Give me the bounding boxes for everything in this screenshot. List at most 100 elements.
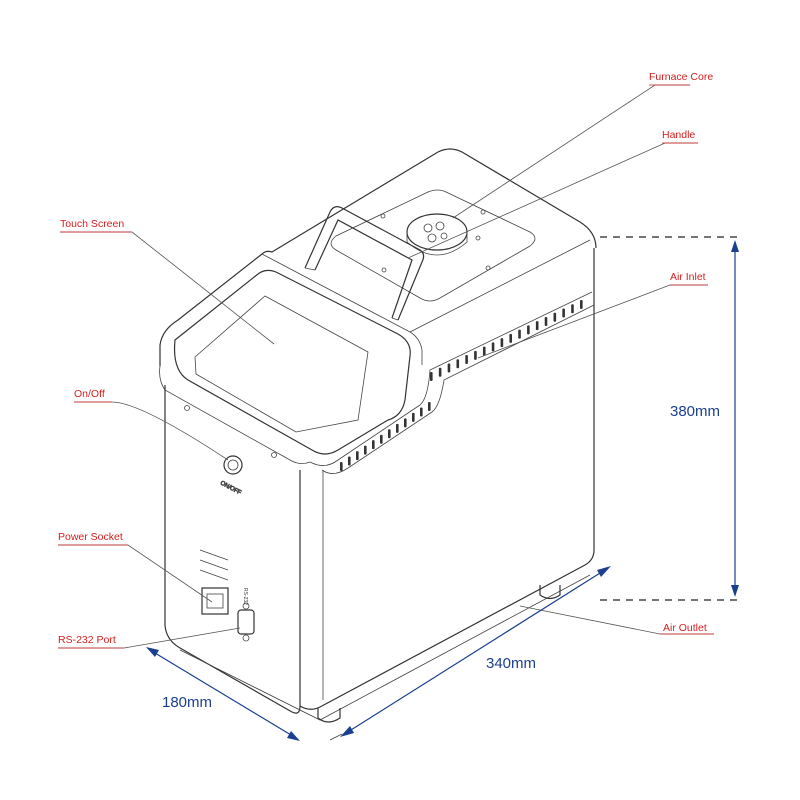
handle-bar-inner: [314, 219, 413, 319]
on-off-leader: [74, 401, 229, 461]
air-inlet-label: Air Inlet: [670, 271, 706, 283]
touch-screen-label: Touch Screen: [60, 218, 124, 230]
top-ridge: [261, 253, 423, 365]
plate-screw-4: [381, 267, 387, 273]
vent-slot: [544, 316, 548, 326]
on-off-switch-inner: [227, 459, 239, 471]
handle: [304, 206, 425, 321]
vent-slot: [396, 423, 399, 433]
rs232-screw-1: [242, 602, 250, 610]
handle-label: Handle: [662, 129, 695, 141]
power-socket-text-1: [199, 549, 229, 561]
vent-slot: [518, 329, 521, 339]
calibrator-body: [159, 148, 597, 721]
air-outlet-label: Air Outlet: [663, 622, 707, 634]
vent-slot: [562, 308, 565, 318]
furnace-well-4: [440, 232, 448, 240]
top-plate-outline: [330, 189, 536, 302]
power-socket-leader: [58, 544, 213, 603]
vent-slot: [571, 304, 574, 314]
power-socket-text-3: [199, 569, 229, 581]
height-arrow-bottom: [731, 585, 739, 597]
vent-slot: [404, 418, 407, 428]
switch-marking: ON/OFF: [219, 480, 242, 496]
height-arrow-top: [731, 240, 739, 252]
plate-screw-3: [475, 235, 481, 241]
furnace-core-label: Furnace Core: [649, 71, 713, 83]
plate-screw-1: [380, 213, 386, 219]
vent-slot: [447, 363, 451, 373]
vent-slot: [430, 372, 433, 381]
vent-slot: [465, 355, 468, 365]
width-dimension-line: [149, 649, 297, 739]
handle-foot-right: [391, 317, 399, 321]
side-panel: [299, 248, 595, 710]
length-dimension-label: 340mm: [486, 655, 536, 672]
length-dimension-line: [342, 567, 609, 736]
vent-slot: [482, 346, 486, 356]
vent-slot: [491, 342, 495, 352]
height-label-bg: [668, 398, 732, 422]
vent-slot: [500, 338, 504, 348]
touch-screen-display: [194, 295, 369, 433]
vent-slot: [509, 333, 513, 343]
rs232-marking: RS-232: [242, 588, 248, 605]
plate-screw-2: [480, 209, 486, 215]
vent-slot: [553, 312, 557, 322]
vent-slot: [474, 350, 477, 360]
front-panel: [164, 385, 301, 714]
vent-slot: [364, 445, 367, 455]
slope-outer-edge: [321, 304, 595, 474]
on-off-label: On/Off: [74, 388, 105, 400]
vent-slot: [456, 359, 460, 369]
feet: [317, 585, 561, 723]
handle-bar: [304, 206, 425, 321]
length-arrow-left: [340, 726, 354, 737]
touch-screen-leader: [60, 231, 275, 345]
touch-screen-panel: [173, 269, 411, 455]
plate-screw-5: [485, 265, 491, 271]
width-dimension-label: 180mm: [162, 694, 212, 711]
on-off-switch: [223, 455, 243, 475]
furnace-well-1: [423, 223, 433, 233]
vent-slot: [372, 440, 375, 450]
foot-back: [539, 585, 561, 600]
power-socket-label: Power Socket: [58, 531, 123, 543]
height-dimension-label: 380mm: [670, 403, 720, 420]
furnace-well-3: [427, 233, 437, 243]
air-inlet-leader: [477, 284, 708, 359]
air-inlet-vents: [340, 300, 583, 471]
furnace-core-cylinder: [406, 232, 468, 256]
top-plate: [330, 189, 536, 302]
vent-slot: [412, 412, 415, 422]
vent-slot: [438, 367, 442, 377]
front-panel-edge: [159, 365, 311, 464]
handle-leader: [407, 142, 698, 259]
length-tick-left: [329, 733, 343, 741]
width-arrow-right: [287, 731, 300, 741]
vent-slot: [420, 407, 423, 417]
callouts: Furnace Core Handle Touch Screen Air Inl…: [58, 71, 714, 649]
rs232-label: RS-232 Port: [58, 634, 116, 646]
top-housing: [159, 148, 597, 366]
front-screw-1: [184, 405, 190, 411]
furnace-core-leader: [452, 84, 690, 219]
vent-slot: [580, 300, 583, 309]
vent-slot: [388, 429, 391, 439]
handle-foot-left: [304, 267, 316, 271]
width-arrow-left: [146, 647, 159, 657]
vent-slot: [527, 325, 530, 335]
vent-slot: [340, 462, 343, 471]
dimensions: 380mm 340mm 180mm: [146, 236, 742, 741]
furnace-well-2: [435, 221, 445, 231]
slope-lower-edge: [309, 291, 593, 466]
top-ridge-2: [409, 239, 591, 333]
power-socket-inner: [206, 593, 224, 609]
length-arrow-right: [597, 566, 611, 577]
vent-slot: [535, 321, 539, 331]
vent-slot: [348, 456, 351, 466]
power-socket: [201, 587, 229, 615]
power-socket-text-2: [199, 559, 229, 571]
